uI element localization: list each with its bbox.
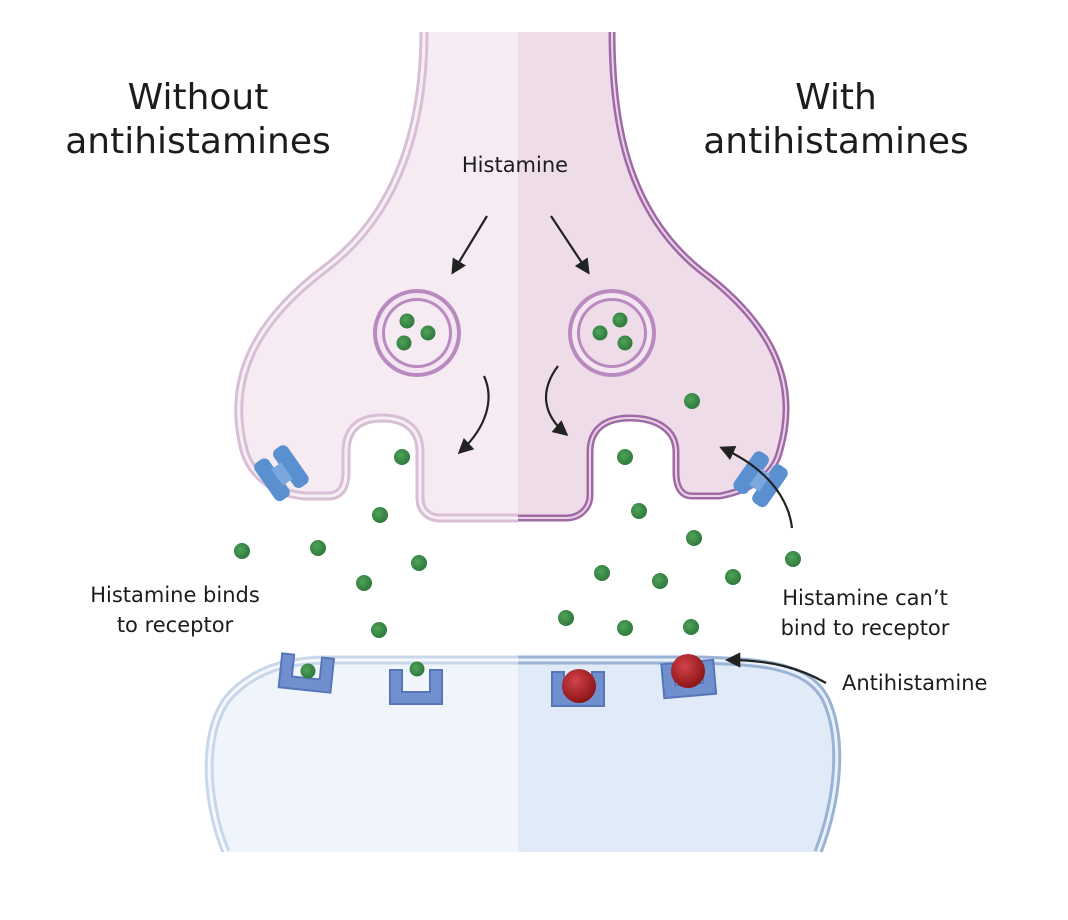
arrow-release-left bbox=[457, 375, 490, 455]
label-line: Histamine binds bbox=[90, 583, 260, 607]
label-antihistamine: Antihistamine bbox=[842, 668, 1042, 698]
heading-with-antihistamines: With antihistamines bbox=[686, 76, 986, 164]
antihistamine-molecule bbox=[671, 654, 705, 688]
arrow-histamine-to-vesicle-right bbox=[550, 215, 590, 275]
heading-without-antihistamines: Without antihistamines bbox=[48, 76, 348, 164]
arrow-release-right bbox=[545, 365, 569, 436]
label-line: to receptor bbox=[116, 613, 234, 637]
ion-channel-left bbox=[254, 445, 309, 502]
label-line: bind to receptor bbox=[780, 616, 950, 640]
label-histamine-cant-bind: Histamine can’t bind to receptor bbox=[760, 583, 970, 643]
arrow-histamine-to-vesicle-left bbox=[451, 215, 488, 275]
heading-line: With bbox=[795, 77, 877, 118]
arrow-reuptake bbox=[719, 446, 794, 529]
ion-channel-right bbox=[733, 451, 788, 508]
heading-line: antihistamines bbox=[65, 121, 331, 162]
label-text: Antihistamine bbox=[842, 671, 988, 695]
label-text: Histamine bbox=[461, 153, 569, 177]
histamine-molecules bbox=[234, 312, 801, 679]
receptor-1 bbox=[277, 652, 336, 694]
label-line: Histamine can’t bbox=[782, 586, 948, 610]
presynaptic-terminal bbox=[234, 31, 790, 523]
antihistamine-molecule bbox=[562, 669, 596, 703]
label-histamine-binds: Histamine binds to receptor bbox=[60, 580, 290, 640]
label-histamine: Histamine bbox=[430, 150, 600, 180]
heading-line: Without bbox=[127, 77, 269, 118]
vesicle-left bbox=[373, 289, 461, 377]
heading-line: antihistamines bbox=[703, 121, 969, 162]
postsynaptic-cell bbox=[200, 655, 860, 872]
vesicle-right bbox=[568, 289, 656, 377]
receptor-2 bbox=[389, 669, 443, 705]
arrows bbox=[451, 215, 827, 684]
arrow-antihistamine-pointer bbox=[724, 652, 827, 684]
